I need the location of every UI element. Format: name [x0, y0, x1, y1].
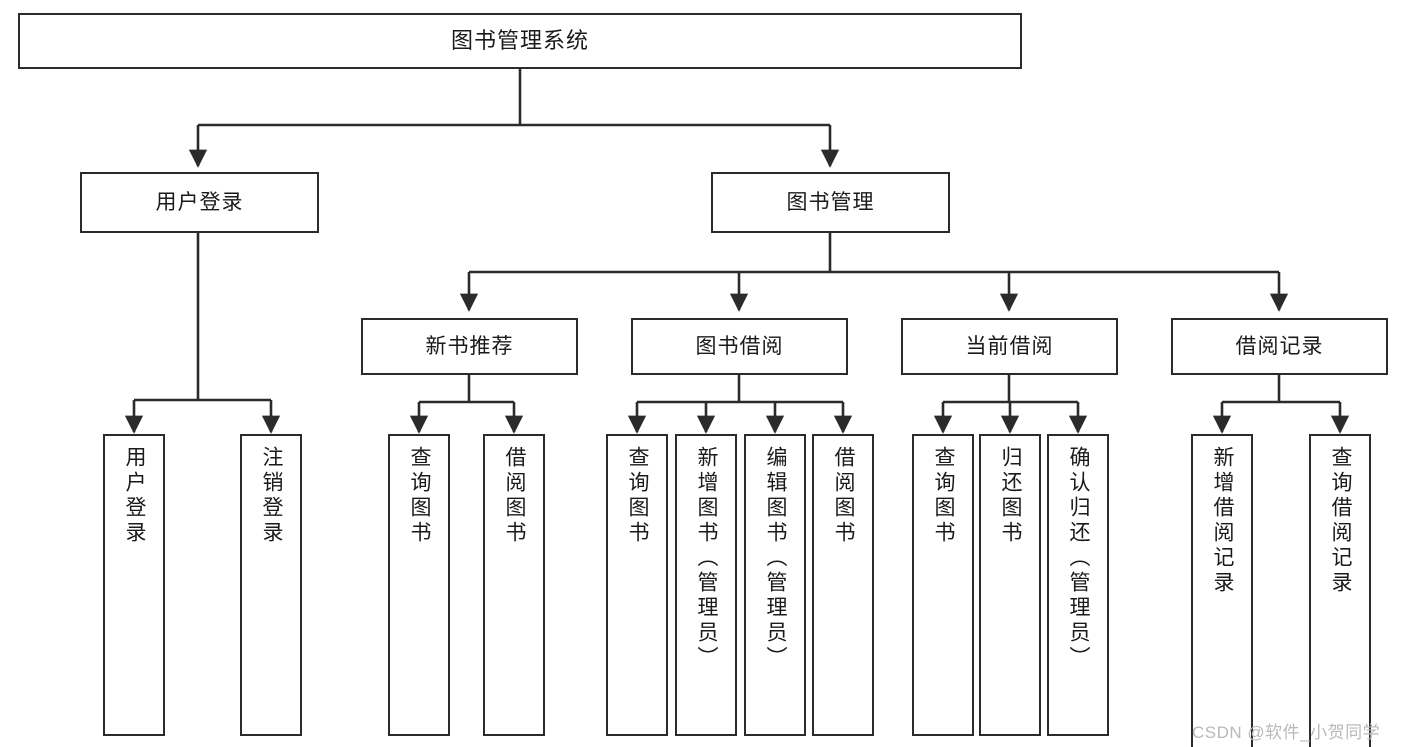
node-label: 图书管理系统 — [450, 27, 589, 53]
node-user-login[interactable]: 用户登录 — [80, 172, 319, 233]
node-label: 归还图书 — [999, 446, 1023, 546]
leaf-current-return-book[interactable]: 归还图书 — [979, 434, 1041, 736]
node-label: 确认归还（管理员） — [1067, 446, 1091, 671]
leaf-new-book-borrow-book[interactable]: 借阅图书 — [483, 434, 545, 736]
leaf-user-login-login[interactable]: 用户登录 — [103, 434, 165, 736]
leaf-borrow-query-book[interactable]: 查询图书 — [606, 434, 668, 736]
leaf-user-login-logout[interactable]: 注销登录 — [240, 434, 302, 736]
node-label: 新增借阅记录 — [1211, 446, 1235, 596]
node-label: 查询图书 — [408, 446, 432, 546]
node-label: 编辑图书（管理员） — [764, 446, 788, 671]
node-label: 用户登录 — [123, 446, 147, 546]
node-label: 查询借阅记录 — [1329, 446, 1353, 596]
node-label: 借阅图书 — [503, 446, 527, 546]
node-label: 借阅图书 — [832, 446, 856, 546]
node-label: 新书推荐 — [425, 334, 514, 358]
leaf-borrow-add-book-admin[interactable]: 新增图书（管理员） — [675, 434, 737, 736]
leaf-record-query-borrow-record[interactable]: 查询借阅记录 — [1309, 434, 1371, 747]
node-label: 借阅记录 — [1235, 334, 1324, 358]
node-label: 新增图书（管理员） — [695, 446, 719, 671]
leaf-borrow-borrow-book[interactable]: 借阅图书 — [812, 434, 874, 736]
node-label: 查询图书 — [932, 446, 956, 546]
node-book-management[interactable]: 图书管理 — [711, 172, 950, 233]
node-label: 图书管理 — [786, 190, 875, 214]
node-label: 查询图书 — [626, 446, 650, 546]
node-borrow-record[interactable]: 借阅记录 — [1171, 318, 1388, 375]
node-label: 用户登录 — [155, 190, 244, 214]
leaf-new-book-query-book[interactable]: 查询图书 — [388, 434, 450, 736]
node-current-borrow[interactable]: 当前借阅 — [901, 318, 1118, 375]
leaf-record-add-borrow-record[interactable]: 新增借阅记录 — [1191, 434, 1253, 747]
leaf-borrow-edit-book-admin[interactable]: 编辑图书（管理员） — [744, 434, 806, 736]
node-new-book-recommend[interactable]: 新书推荐 — [361, 318, 578, 375]
node-root-library-management-system[interactable]: 图书管理系统 — [18, 13, 1022, 69]
leaf-current-confirm-return-admin[interactable]: 确认归还（管理员） — [1047, 434, 1109, 736]
node-label: 当前借阅 — [965, 334, 1054, 358]
node-book-borrow[interactable]: 图书借阅 — [631, 318, 848, 375]
leaf-current-query-book[interactable]: 查询图书 — [912, 434, 974, 736]
node-label: 图书借阅 — [695, 334, 784, 358]
node-label: 注销登录 — [260, 446, 284, 546]
csdn-watermark: CSDN @软件_小贺同学 — [1192, 723, 1381, 742]
